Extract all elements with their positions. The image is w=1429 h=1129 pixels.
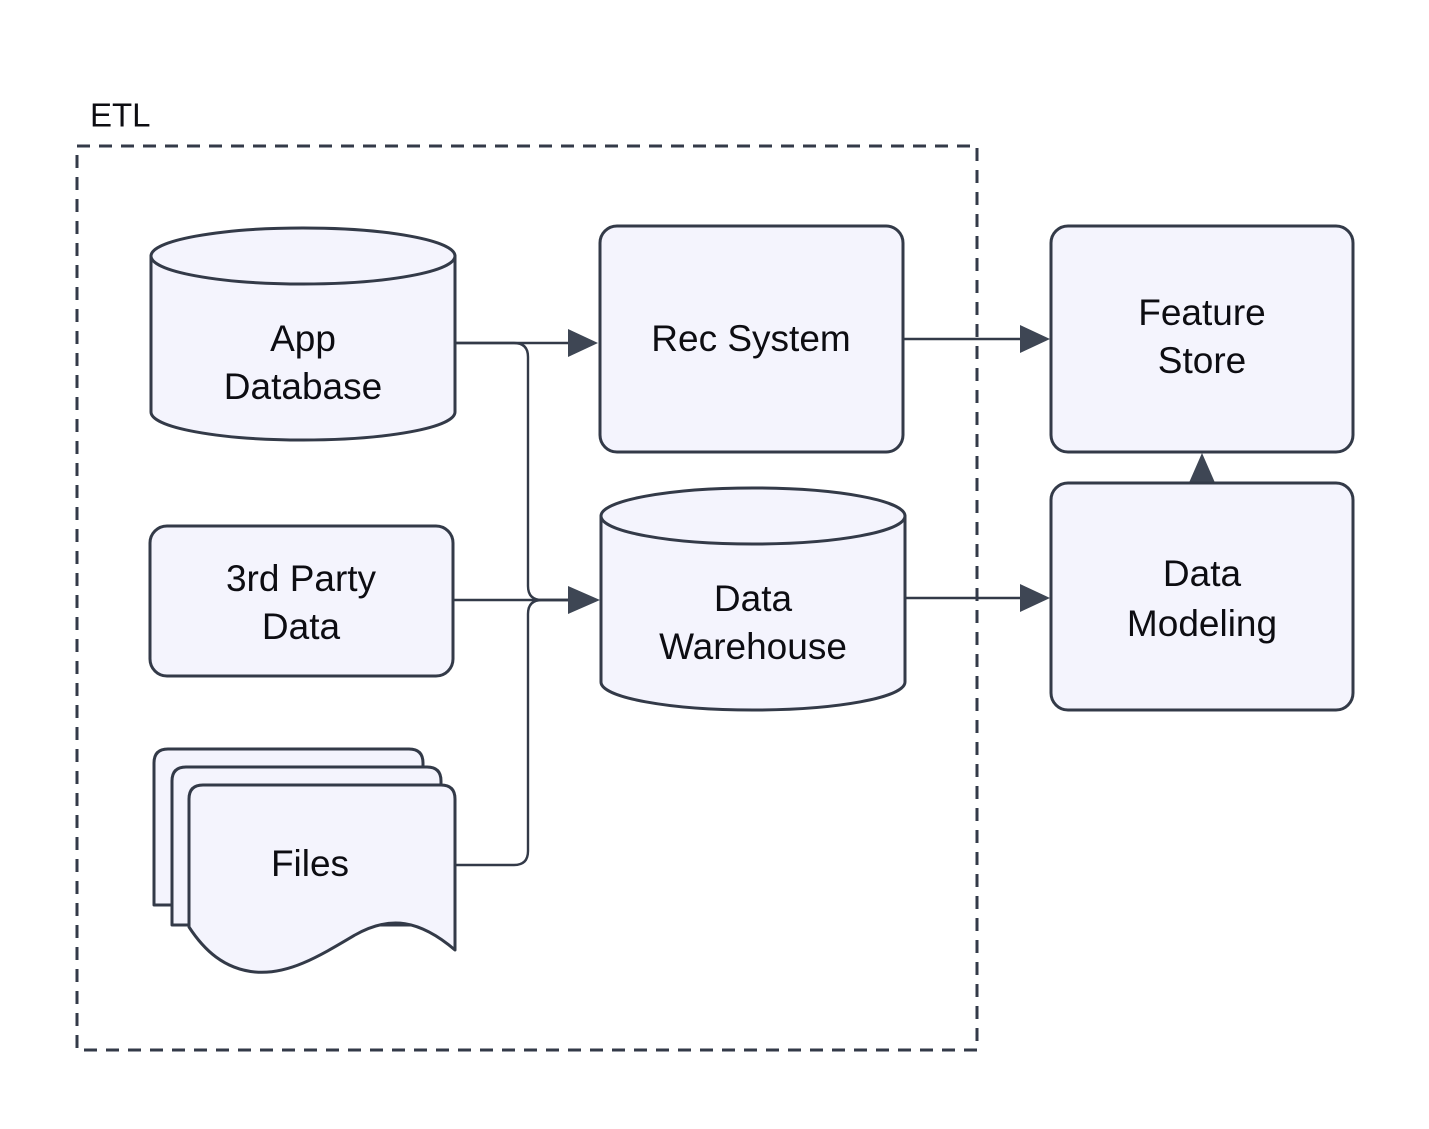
node-data-warehouse[interactable]: Data Warehouse bbox=[599, 486, 907, 712]
files-sheet-front bbox=[187, 783, 457, 974]
node-feature-store[interactable]: Feature Store bbox=[1049, 224, 1355, 454]
feature-store-label-line1: Feature bbox=[1138, 292, 1266, 333]
feature-store-box bbox=[1049, 224, 1355, 454]
node-rec-system[interactable]: Rec System bbox=[598, 224, 905, 454]
edges-layer bbox=[453, 325, 1216, 867]
edge-datamodeling-featurestore-arrowhead bbox=[1188, 453, 1216, 485]
node-app-database[interactable]: App Database bbox=[149, 226, 457, 442]
data-warehouse-label-line2: Warehouse bbox=[659, 626, 847, 667]
data-warehouse-label-line1: Data bbox=[714, 578, 793, 619]
third-party-data-box bbox=[148, 524, 455, 678]
etl-group-label: ETL bbox=[90, 97, 151, 134]
edge-appdb-warehouse-line bbox=[455, 341, 568, 602]
node-third-party-data[interactable]: 3rd Party Data bbox=[148, 524, 455, 678]
rec-system-label: Rec System bbox=[651, 318, 850, 359]
feature-store-label-line2: Store bbox=[1158, 340, 1246, 381]
edge-recsystem-featurestore-arrowhead bbox=[1020, 325, 1050, 353]
data-warehouse-cylinder-body bbox=[599, 486, 907, 712]
edge-appdb-recsystem-arrowhead bbox=[568, 329, 598, 357]
app-database-label-line1: App bbox=[270, 318, 336, 359]
data-modeling-box bbox=[1049, 481, 1355, 712]
data-modeling-label-line2: Modeling bbox=[1127, 603, 1277, 644]
third-party-data-label-line2: Data bbox=[262, 606, 341, 647]
app-database-label-line2: Database bbox=[224, 366, 382, 407]
rec-system-box bbox=[598, 224, 905, 454]
node-files[interactable]: Files bbox=[152, 747, 457, 974]
edge-warehouse-inflow-arrowhead bbox=[568, 586, 600, 614]
edge-warehouse-datamodeling-arrowhead bbox=[1020, 584, 1050, 612]
data-modeling-label-line1: Data bbox=[1163, 553, 1242, 594]
data-warehouse-cylinder-top bbox=[599, 514, 907, 546]
edge-files-warehouse-line bbox=[455, 598, 568, 867]
third-party-data-label-line1: 3rd Party bbox=[226, 558, 377, 599]
files-label: Files bbox=[271, 843, 349, 884]
app-database-cylinder-top bbox=[149, 254, 457, 286]
node-data-modeling[interactable]: Data Modeling bbox=[1049, 481, 1355, 712]
